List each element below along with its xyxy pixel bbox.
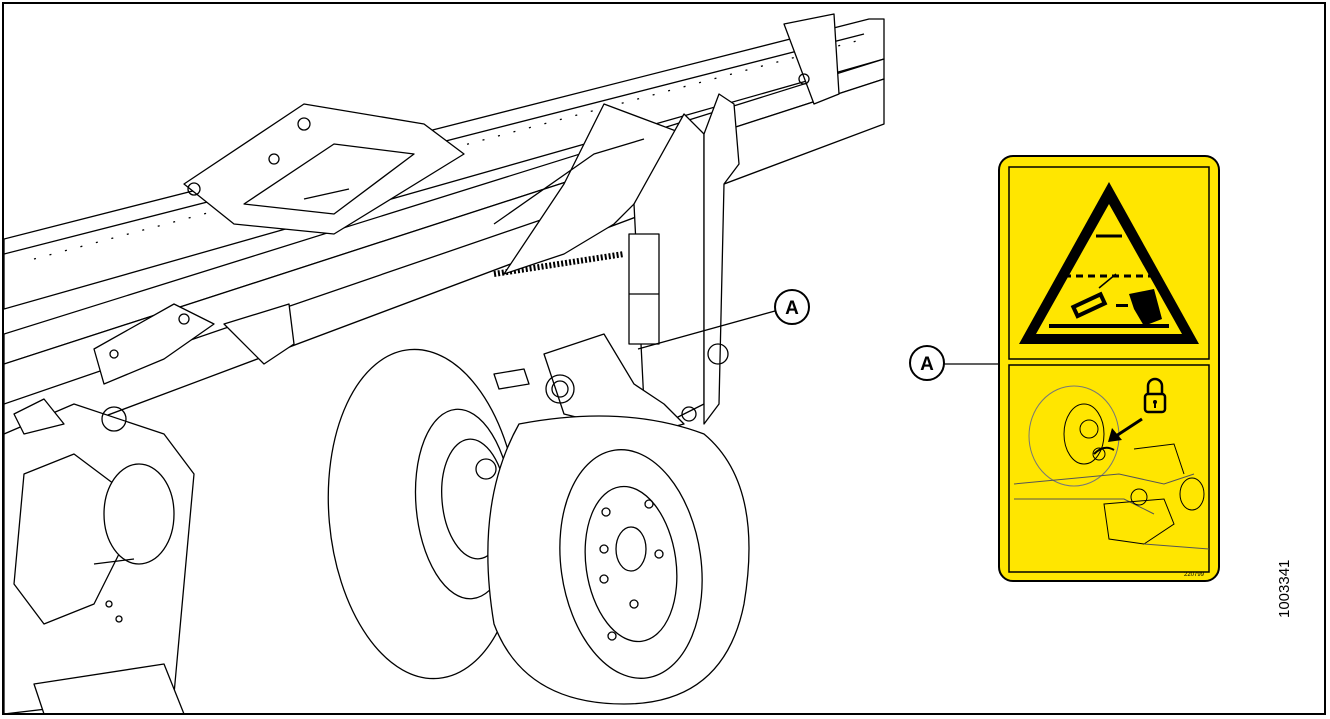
arrow-icon: [1108, 417, 1143, 442]
decal-part-number: 220799: [1184, 572, 1205, 578]
lift-arm-bracket: [493, 93, 740, 435]
machine-callout-leader: [637, 310, 776, 350]
lock-icon: [1143, 377, 1167, 414]
figure-number: 1003341: [1276, 559, 1293, 618]
lock-pin-pictogram: [1013, 385, 1210, 550]
safety-decal: 220799: [998, 155, 1220, 582]
decal-callout-label: A: [920, 354, 934, 375]
machine-callout-label: A: [785, 298, 799, 319]
transport-wheels: [327, 348, 750, 705]
machine-callout: A: [774, 289, 810, 325]
decal-callout: A: [909, 345, 945, 381]
lower-frame: [4, 398, 195, 713]
header-transport-illustration: A A: [4, 13, 1220, 713]
warning-triangle-icon: [1019, 182, 1199, 344]
